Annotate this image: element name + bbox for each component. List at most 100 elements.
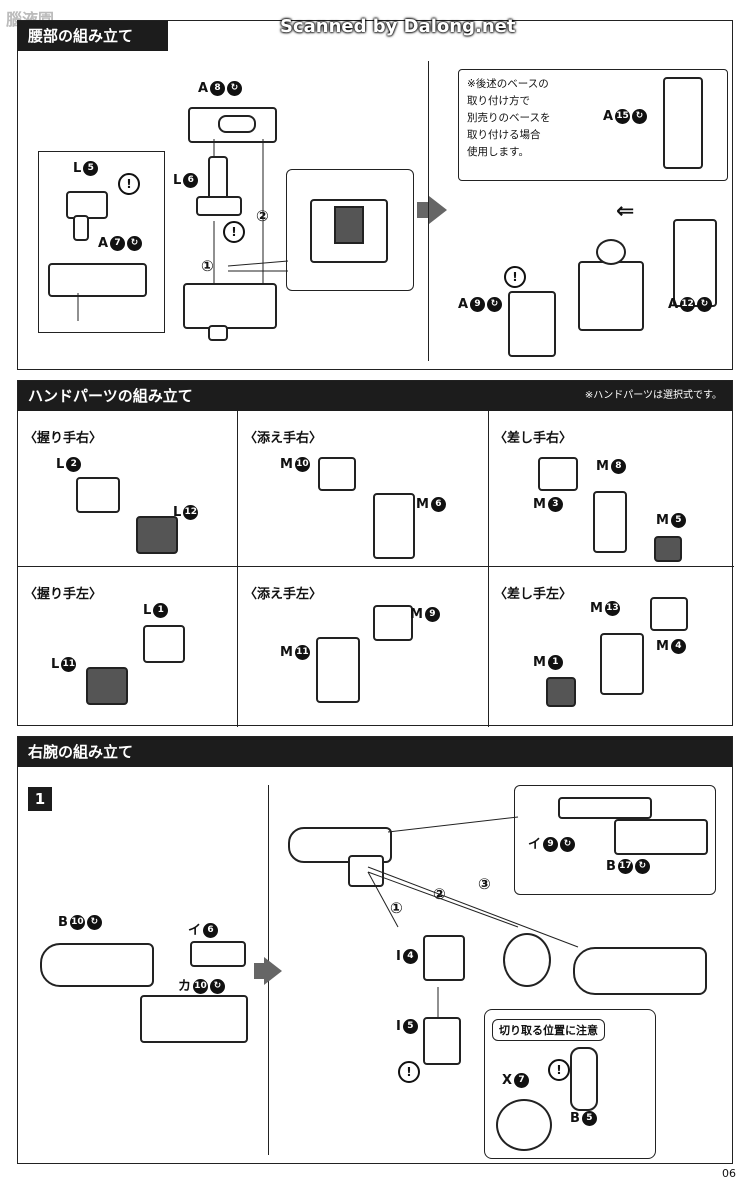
right-arm-panel: 右腕の組み立て 1 B10↻ イ6 カ10↻ イ9↻ B17↻ ① ② ③ I4…	[17, 736, 733, 1164]
grid-line	[488, 411, 489, 727]
part-arm-joint	[348, 855, 384, 887]
hand-part	[600, 633, 644, 695]
cell-title-grip-left: 〈握り手左〉	[24, 587, 103, 602]
hand-part	[318, 457, 356, 491]
step-label-1: ①	[390, 899, 403, 917]
detail-box	[514, 785, 716, 895]
step-label-1: ①	[201, 257, 214, 275]
hand-part	[650, 597, 688, 631]
cut-detail-box	[484, 1009, 656, 1159]
section-title: 腰部の組み立て	[28, 27, 134, 45]
section-note: ※ハンドパーツは選択式です。	[584, 390, 722, 401]
page-number: 06	[722, 1167, 736, 1180]
part-wheel	[503, 933, 551, 987]
cell-title-support-left: 〈添え手左〉	[244, 587, 323, 602]
part-b10	[40, 943, 154, 987]
note-line: ※後述のベースの	[467, 78, 549, 90]
section-header: 腰部の組み立て	[18, 21, 168, 51]
hand-part	[316, 637, 360, 703]
part-a7	[48, 263, 147, 297]
hand-part	[546, 677, 576, 707]
note-line: 使用します。	[467, 146, 529, 158]
hand-part	[76, 477, 120, 513]
warning-icon: !	[398, 1061, 420, 1083]
part-a15	[663, 77, 703, 169]
note-line: 取り付け方で	[467, 95, 530, 107]
warning-icon: !	[504, 266, 526, 288]
part-i6	[190, 941, 246, 967]
hand-part	[373, 493, 415, 559]
part-a8-slot	[218, 115, 256, 133]
detail-socket-highlight	[334, 206, 364, 244]
hand-part	[538, 457, 578, 491]
part-b17	[614, 819, 708, 855]
detail-zoom-box	[286, 169, 414, 291]
cut-position-note: 切り取る位置に注意	[492, 1019, 605, 1041]
part-forearm	[573, 947, 707, 995]
part-base-joint	[578, 261, 644, 331]
part-ka10	[140, 995, 248, 1043]
cell-title-support-right: 〈添え手右〉	[244, 431, 323, 446]
note-line: 取り付ける場合	[467, 129, 541, 141]
part-hip-block	[183, 283, 277, 329]
part-hip-peg	[208, 325, 228, 341]
warning-icon: !	[118, 173, 140, 195]
warning-icon: !	[548, 1059, 570, 1081]
section-header: 右腕の組み立て	[18, 737, 732, 767]
part-x7	[496, 1099, 552, 1151]
part-a12	[673, 219, 717, 307]
section-title: 右腕の組み立て	[28, 743, 134, 761]
part-I5	[423, 1017, 461, 1065]
hand-part	[136, 516, 178, 554]
assembly-lines	[77, 139, 289, 321]
part-a9	[508, 291, 556, 357]
section-header: ハンドパーツの組み立て ※ハンドパーツは選択式です。	[18, 381, 732, 411]
cell-title-point-right: 〈差し手右〉	[494, 431, 573, 446]
part-i9	[558, 797, 652, 819]
sub-assembly-box	[38, 151, 165, 333]
swap-arrow-icon: ⇐	[616, 199, 635, 224]
step-arrow-head	[264, 957, 282, 985]
step-label-2: ②	[256, 207, 269, 225]
step-arrow-head	[429, 196, 447, 224]
part-b5	[570, 1047, 598, 1111]
hand-part	[86, 667, 128, 705]
grid-line	[18, 566, 734, 567]
hand-part	[593, 491, 627, 553]
step-arrow	[254, 963, 264, 979]
assembly-lines	[367, 816, 579, 1017]
step-label-3: ③	[478, 875, 491, 893]
warning-icon: !	[223, 221, 245, 243]
hand-part	[373, 605, 413, 641]
part-a8	[188, 107, 277, 143]
section-title: ハンドパーツの組み立て	[28, 387, 193, 405]
